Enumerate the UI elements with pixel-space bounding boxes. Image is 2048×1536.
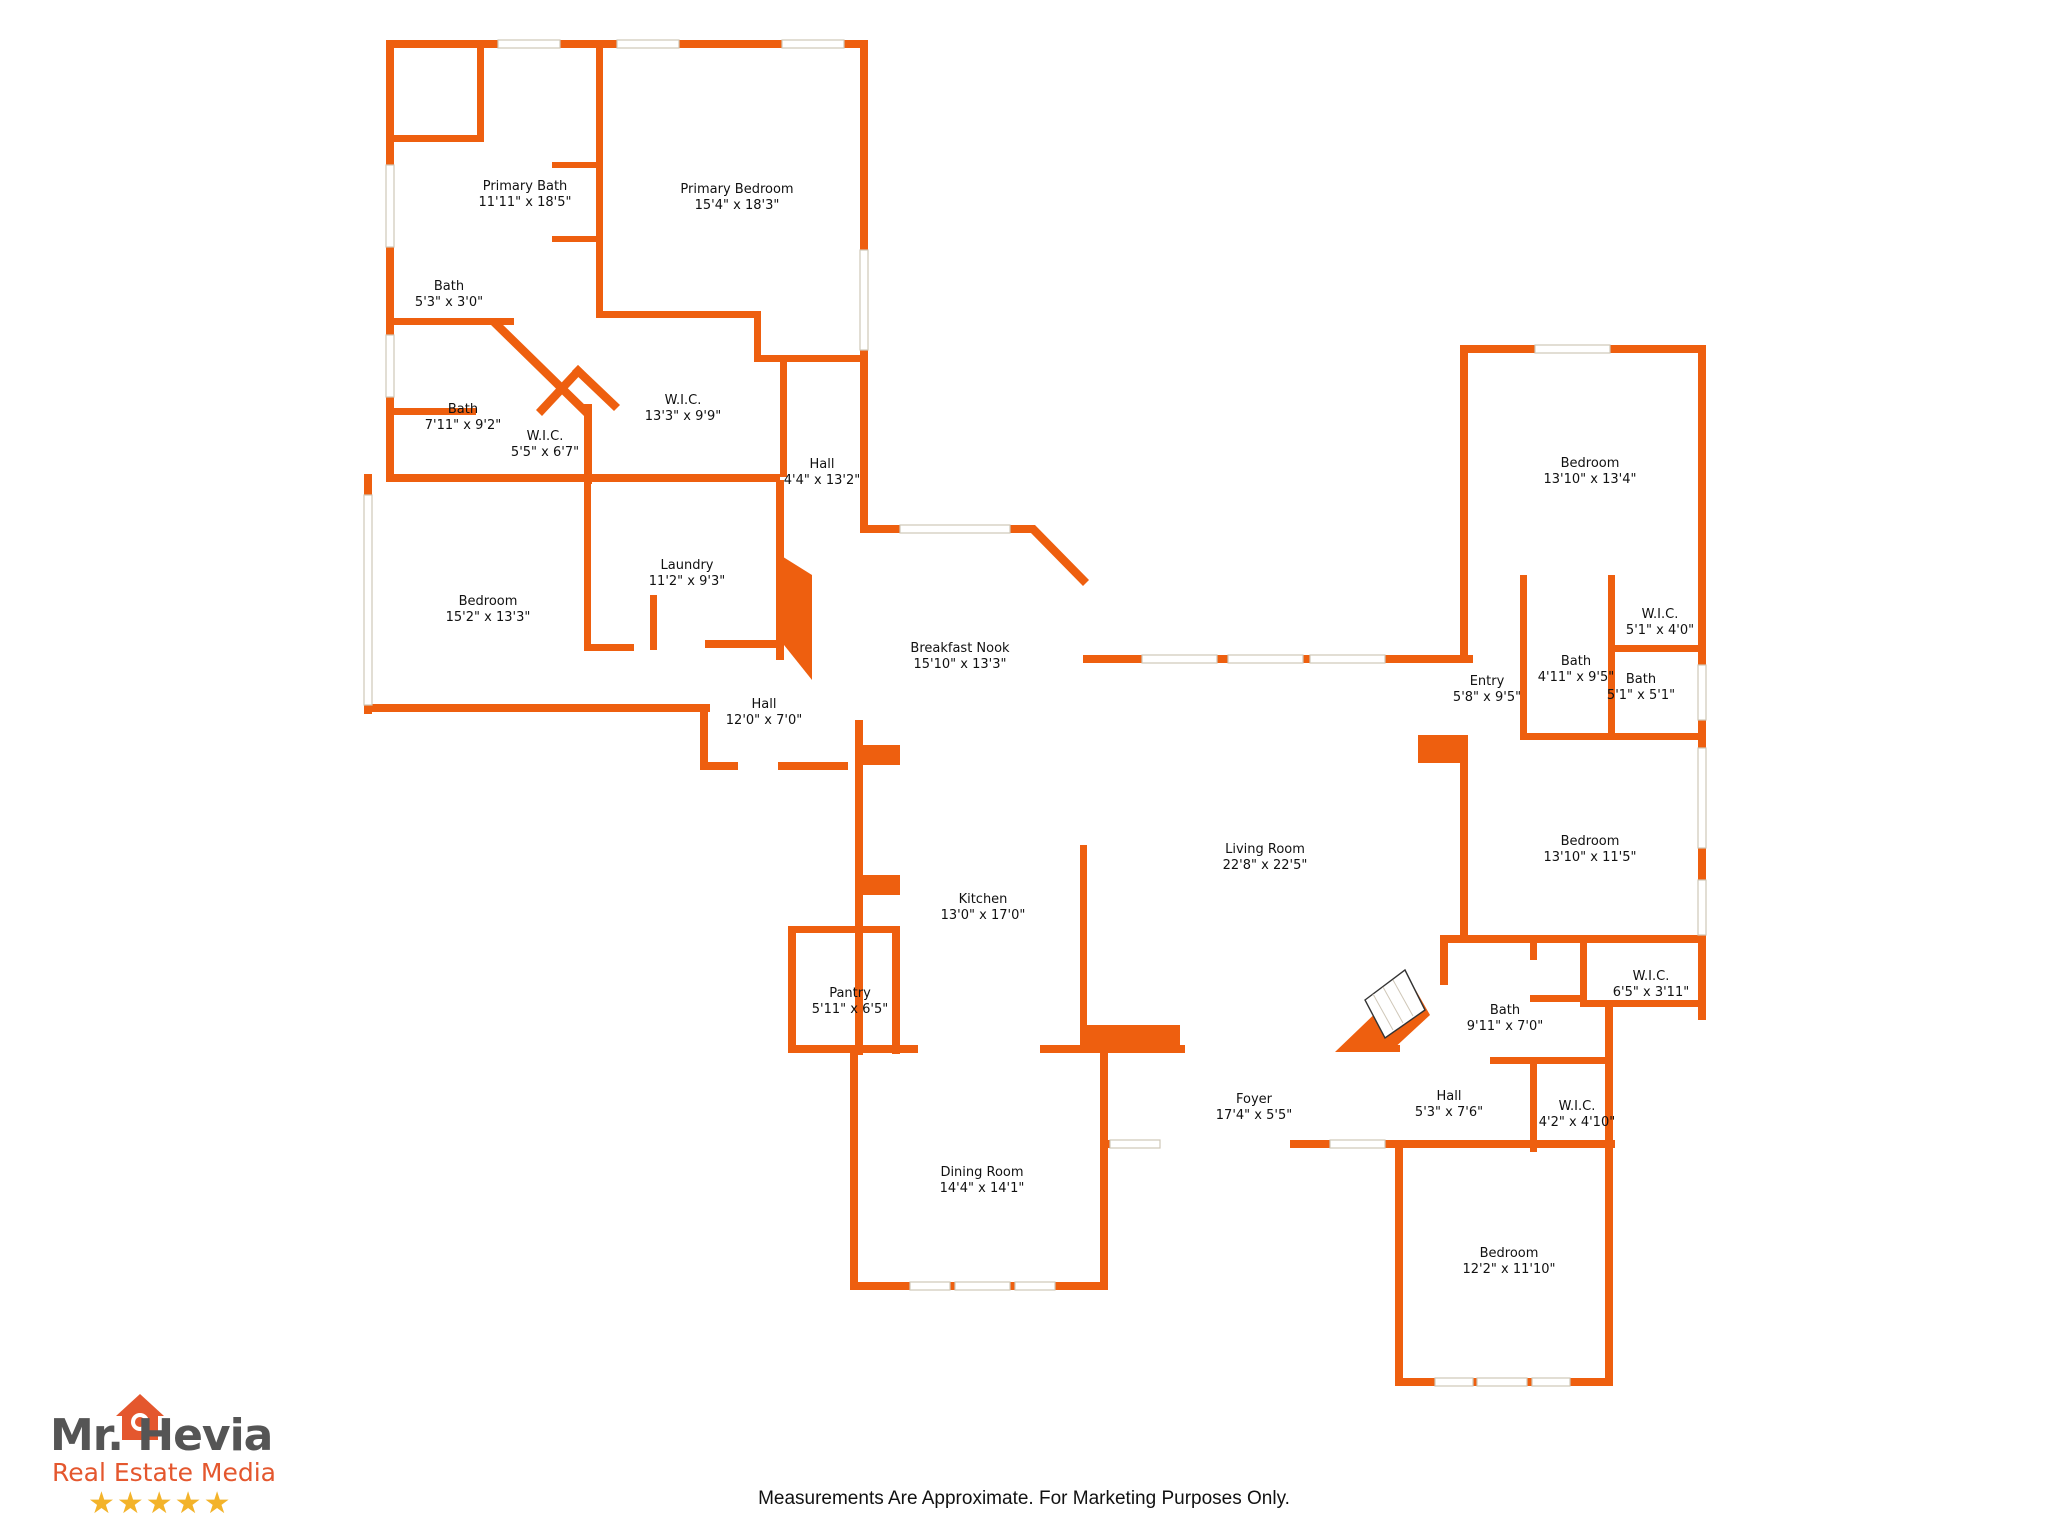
room-dimensions-entry: 5'8" x 9'5": [1453, 690, 1521, 705]
room-name-bedroom-west: Bedroom: [459, 594, 518, 609]
room-dimensions-hall-north: 4'4" x 13'2": [784, 473, 860, 488]
room-dimensions-bedroom-ne: 13'10" x 13'4": [1544, 472, 1637, 487]
room-name-bath-se: Bath: [1490, 1003, 1520, 1018]
room-name-wic-east: W.I.C.: [1633, 969, 1670, 984]
fireplace: [1364, 968, 1426, 1040]
room-dimensions-bedroom-se: 12'2" x 11'10": [1463, 1262, 1556, 1277]
room-name-wic-ne: W.I.C.: [1642, 607, 1679, 622]
windows: [363, 39, 1707, 1387]
room-dimensions-wic-primary: 13'3" x 9'9": [645, 409, 721, 424]
room-name-primary-bedroom: Primary Bedroom: [680, 182, 793, 197]
house-icon: [116, 1394, 164, 1440]
room-dimensions-primary-bedroom: 15'4" x 18'3": [695, 198, 780, 213]
room-dimensions-bedroom-east: 13'10" x 11'5": [1544, 850, 1637, 865]
room-name-bath-ne: Bath: [1561, 654, 1591, 669]
room-dimensions-wic-east: 6'5" x 3'11": [1613, 985, 1689, 1000]
logo-subtitle: Real Estate Media: [52, 1458, 276, 1487]
brand-logo: Mr. Hevia Real Estate Media ★★★★★: [50, 1392, 290, 1521]
room-dimensions-foyer: 17'4" x 5'5": [1216, 1108, 1292, 1123]
room-dimensions-pantry: 5'11" x 6'5": [812, 1002, 888, 1017]
room-name-wic-small: W.I.C.: [527, 429, 564, 444]
room-name-foyer: Foyer: [1236, 1092, 1273, 1107]
room-dimensions-wic-se: 4'2" x 4'10": [1539, 1115, 1615, 1130]
room-dimensions-bath-se: 9'11" x 7'0": [1467, 1019, 1543, 1034]
room-dimensions-dining-room: 14'4" x 14'1": [940, 1181, 1025, 1196]
room-name-breakfast-nook: Breakfast Nook: [910, 641, 1010, 656]
room-dimensions-wic-small: 5'5" x 6'7": [511, 445, 579, 460]
logo-title: Mr. Hevia: [50, 1410, 273, 1461]
room-dimensions-bath-small: 5'3" x 3'0": [415, 295, 483, 310]
room-name-bath-ne-small: Bath: [1626, 672, 1656, 687]
room-dimensions-bath-left: 7'11" x 9'2": [425, 418, 501, 433]
room-name-pantry: Pantry: [829, 986, 871, 1001]
room-name-wic-primary: W.I.C.: [665, 393, 702, 408]
room-name-living-room: Living Room: [1225, 842, 1305, 857]
room-dimensions-laundry: 11'2" x 9'3": [649, 574, 725, 589]
room-dimensions-bath-ne: 4'11" x 9'5": [1538, 670, 1614, 685]
room-dimensions-wic-ne: 5'1" x 4'0": [1626, 623, 1694, 638]
room-dimensions-kitchen: 13'0" x 17'0": [941, 908, 1026, 923]
room-name-kitchen: Kitchen: [959, 892, 1008, 907]
room-dimensions-hall-se: 5'3" x 7'6": [1415, 1105, 1483, 1120]
room-name-bedroom-se: Bedroom: [1480, 1246, 1539, 1261]
room-name-wic-se: W.I.C.: [1559, 1099, 1596, 1114]
room-name-bedroom-ne: Bedroom: [1561, 456, 1620, 471]
room-name-entry: Entry: [1470, 674, 1505, 689]
room-name-hall-west: Hall: [752, 697, 777, 712]
room-dimensions-bath-ne-small: 5'1" x 5'1": [1607, 688, 1675, 703]
room-name-bedroom-east: Bedroom: [1561, 834, 1620, 849]
logo-stars: ★★★★★: [88, 1486, 233, 1521]
room-dimensions-breakfast-nook: 15'10" x 13'3": [914, 657, 1007, 672]
room-dimensions-bedroom-west: 15'2" x 13'3": [446, 610, 531, 625]
room-name-primary-bath: Primary Bath: [483, 179, 568, 194]
room-name-dining-room: Dining Room: [940, 1165, 1023, 1180]
room-name-bath-left: Bath: [448, 402, 478, 417]
room-dimensions-primary-bath: 11'11" x 18'5": [479, 195, 572, 210]
disclaimer: Measurements Are Approximate. For Market…: [758, 1488, 1290, 1509]
room-dimensions-hall-west: 12'0" x 7'0": [726, 713, 802, 728]
room-dimensions-living-room: 22'8" x 22'5": [1223, 858, 1308, 873]
room-name-bath-small: Bath: [434, 279, 464, 294]
walls: [364, 40, 1706, 1386]
room-name-laundry: Laundry: [661, 558, 714, 573]
room-name-hall-se: Hall: [1437, 1089, 1462, 1104]
room-name-hall-north: Hall: [810, 457, 835, 472]
